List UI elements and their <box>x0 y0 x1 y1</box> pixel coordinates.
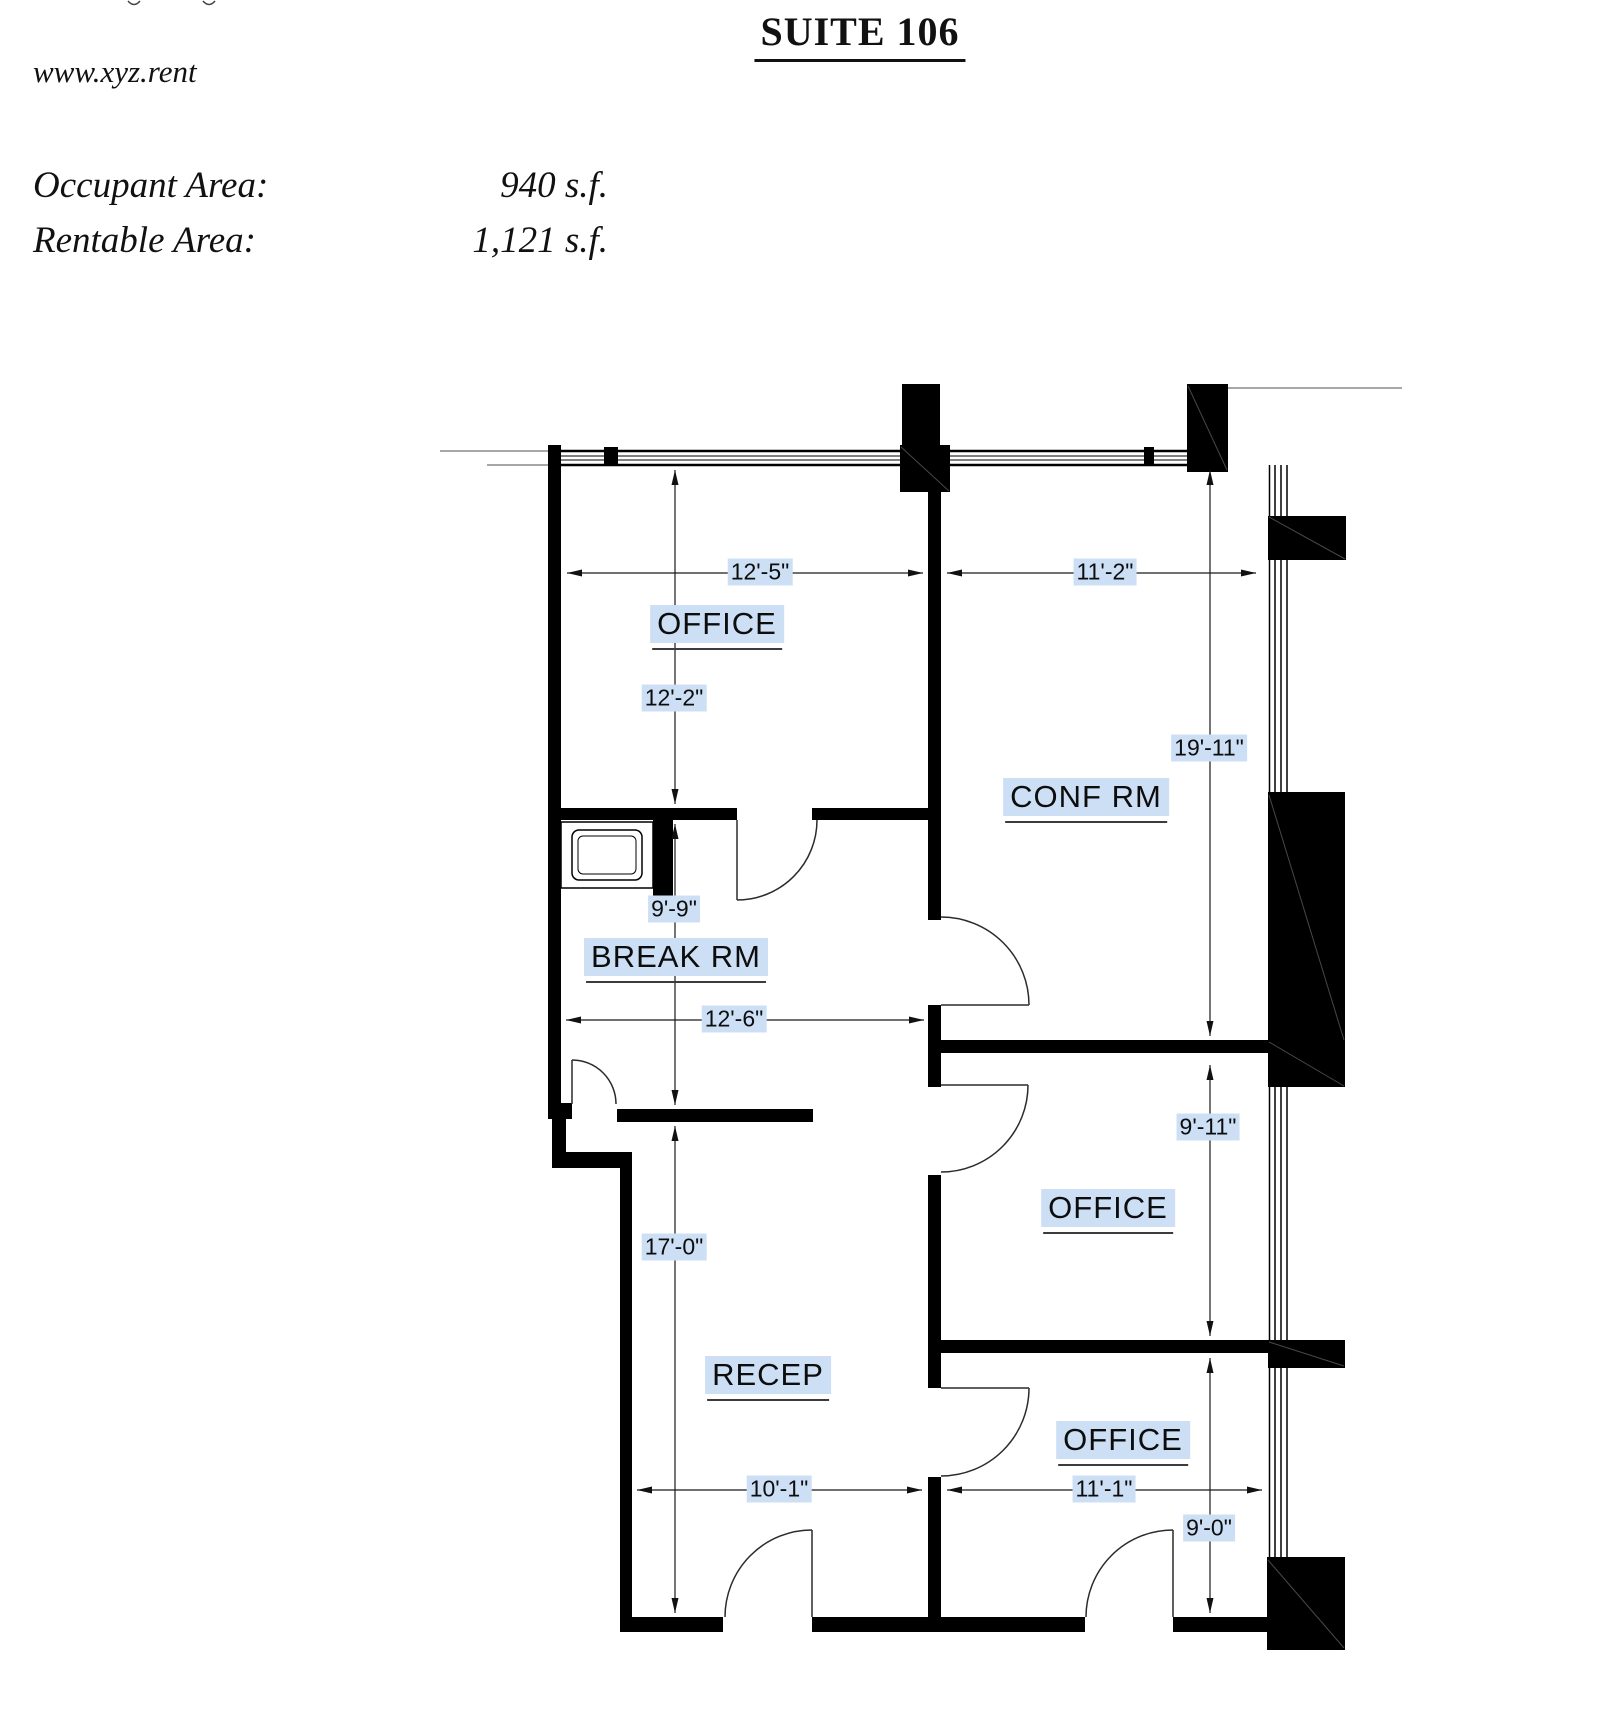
office-office-wall <box>941 1340 1268 1353</box>
room-label-office-bottom: OFFICE <box>1056 1421 1190 1466</box>
context-lines <box>440 387 1402 466</box>
dim-label-9-0: 9'-0" <box>1183 1514 1235 1542</box>
room-label-conf-rm: CONF RM <box>1003 778 1169 823</box>
page-title: SUITE 106 <box>754 8 966 62</box>
conf-room-door <box>940 916 1030 1006</box>
counter-end-block <box>653 820 673 897</box>
break-room-door <box>736 819 818 901</box>
dim-label-12-2: 12'-2" <box>641 684 707 712</box>
dim-label-17-0: 17'-0" <box>641 1233 707 1261</box>
website-text: www.xyz.rent <box>33 54 197 89</box>
recep-entry-door <box>724 1529 813 1618</box>
occupant-area-value: 940 s.f. <box>500 165 608 206</box>
dim-label-9-9: 9'-9" <box>648 895 700 923</box>
right-window-wall <box>1268 465 1288 1557</box>
doors <box>571 819 1174 1618</box>
dim-label-11-1: 11'-1" <box>1072 1475 1136 1503</box>
wall-hatch-lines <box>900 385 1346 1649</box>
room-label-office-top: OFFICE <box>650 605 784 650</box>
west-wall <box>548 445 561 1109</box>
conf-office-wall <box>941 1040 1268 1053</box>
middle-office-door <box>940 1084 1029 1173</box>
alcove-door <box>571 1059 617 1105</box>
rentable-area-label: Rentable Area: <box>33 220 256 261</box>
breakroom-north-wall <box>561 808 737 820</box>
walls <box>548 384 1346 1650</box>
cropped-text-fragment <box>127 0 216 6</box>
occupant-area-label: Occupant Area: <box>33 165 269 206</box>
dim-label-12-6: 12'-6" <box>701 1005 767 1033</box>
bottom-wall <box>620 1617 723 1632</box>
recep-west-wall <box>620 1152 632 1632</box>
break-room-sink <box>560 821 654 889</box>
bottom-office-door <box>940 1387 1030 1477</box>
dim-label-12-5: 12'-5" <box>727 558 793 586</box>
room-label-office-mid: OFFICE <box>1041 1189 1175 1234</box>
dim-label-19-11: 19'-11" <box>1171 734 1247 762</box>
room-label-break-rm: BREAK RM <box>584 938 768 983</box>
center-wall-upper <box>928 452 941 920</box>
recep-north-stub-wall <box>617 1109 813 1122</box>
dim-label-9-11: 9'-11" <box>1176 1113 1240 1141</box>
room-label-recep: RECEP <box>705 1356 831 1401</box>
office-entry-door <box>1085 1529 1174 1618</box>
top-window-wall <box>548 449 1228 467</box>
dim-label-11-2: 11'-2" <box>1073 558 1137 586</box>
rentable-area-value: 1,121 s.f. <box>472 220 608 261</box>
column-top-middle <box>902 384 940 446</box>
dim-label-10-1: 10'-1" <box>746 1475 812 1503</box>
